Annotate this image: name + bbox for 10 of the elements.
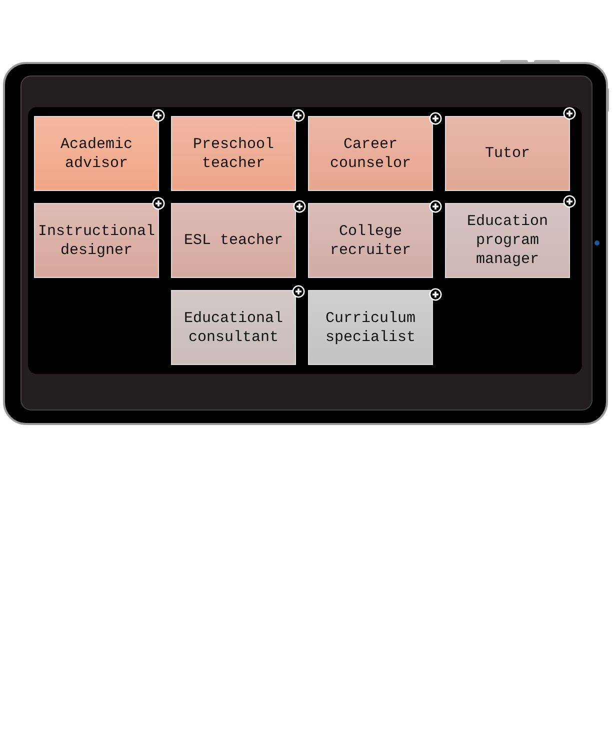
job-tile: Academic advisor bbox=[34, 116, 159, 191]
job-tile: Career counselor bbox=[308, 116, 433, 191]
job-tile: College recruiter bbox=[308, 203, 433, 278]
job-tile: Education program manager bbox=[445, 203, 570, 278]
job-tile: Educational consultant bbox=[171, 290, 296, 365]
job-tile: Tutor bbox=[445, 116, 570, 191]
job-tile: ESL teacher bbox=[171, 203, 296, 278]
job-tile: Curriculum specialist bbox=[308, 290, 433, 365]
job-tile: Preschool teacher bbox=[171, 116, 296, 191]
job-tile: Instructional designer bbox=[34, 203, 159, 278]
